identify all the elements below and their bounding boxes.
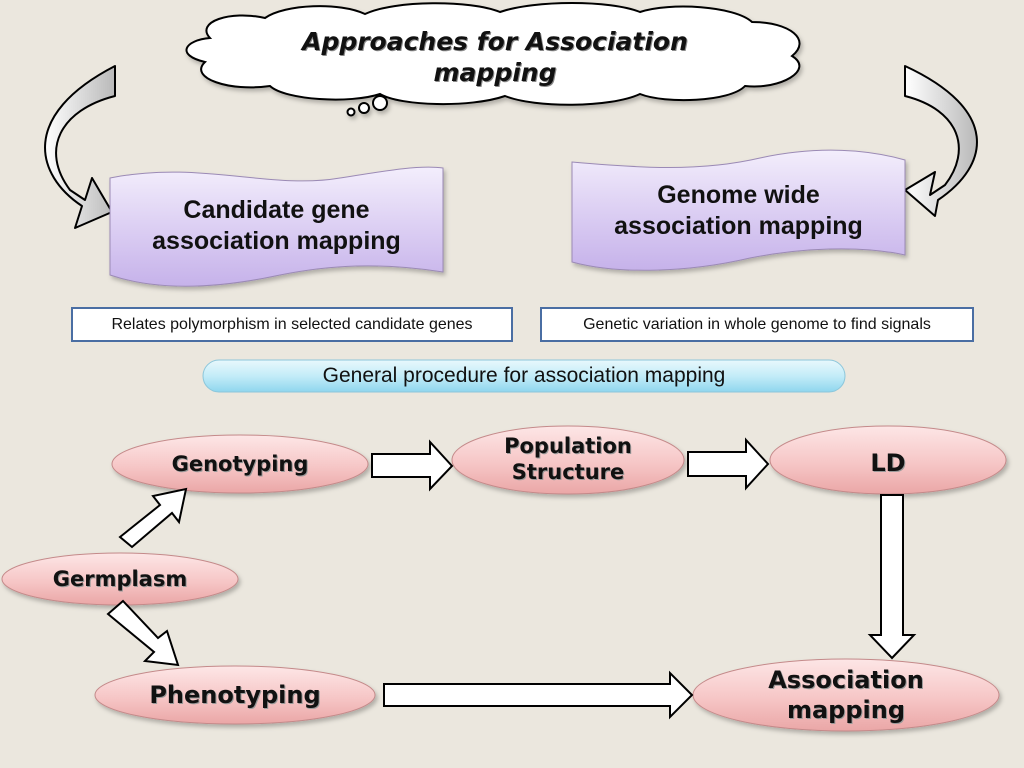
arrow-phenotyping-to-association — [383, 670, 694, 720]
title-line-2: mapping — [433, 58, 557, 87]
arrow-genotyping-to-population — [371, 439, 454, 492]
genome-wide-scroll — [571, 149, 906, 271]
population-line-2: Structure — [511, 460, 625, 484]
procedure-label: General procedure for association mappin… — [322, 364, 726, 387]
arrow-germplasm-to-phenotyping — [106, 599, 180, 667]
association-line-1: Association — [768, 666, 924, 694]
arrow-population-to-ld — [687, 437, 770, 491]
genome-wide-label: Genome wide association mapping — [572, 180, 905, 242]
candidate-gene-description: Relates polymorphism in selected candida… — [71, 307, 513, 342]
page-title: Approaches for Association mapping — [245, 26, 745, 88]
population-line-1: Population — [504, 434, 632, 458]
candidate-gene-label: Candidate gene association mapping — [110, 195, 443, 257]
node-phenotyping-shape — [94, 665, 376, 725]
genome-wide-line-1: Genome wide — [657, 181, 820, 209]
candidate-gene-scroll — [109, 166, 444, 287]
candidate-gene-line-2: association mapping — [152, 227, 401, 255]
node-ld-label: LD — [870, 449, 906, 477]
title-line-1: Approaches for Association — [302, 27, 688, 56]
candidate-gene-line-1: Candidate gene — [183, 196, 370, 224]
genome-wide-line-2: association mapping — [614, 212, 863, 240]
arrow-ld-to-association — [867, 494, 917, 660]
procedure-pill-shape — [202, 359, 846, 393]
node-association-mapping-label: Association mapping — [693, 665, 999, 725]
node-phenotyping-label: Phenotyping — [149, 681, 321, 709]
association-line-2: mapping — [786, 696, 906, 724]
arrow-germplasm-to-genotyping — [118, 487, 188, 549]
node-germplasm-label: Germplasm — [52, 567, 188, 591]
curved-arrow-right — [904, 65, 978, 217]
node-population-structure-label: Population Structure — [452, 433, 684, 485]
node-population-structure-shape — [451, 425, 685, 495]
node-genotyping-shape — [111, 434, 369, 494]
node-genotyping-label: Genotyping — [171, 452, 309, 476]
curved-arrow-left — [44, 65, 116, 229]
genome-wide-description: Genetic variation in whole genome to fin… — [540, 307, 974, 342]
title-cloud — [185, 2, 801, 117]
